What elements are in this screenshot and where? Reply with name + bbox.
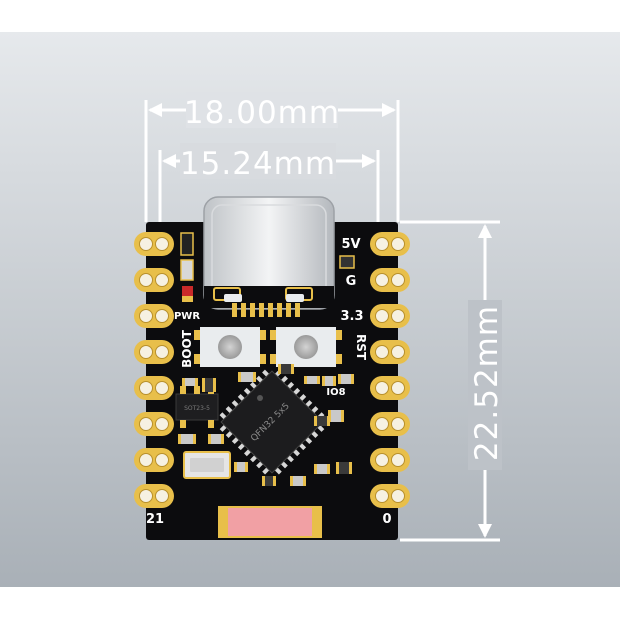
crystal xyxy=(183,451,231,479)
smd-part xyxy=(178,434,196,444)
left-pin-row xyxy=(134,232,174,508)
smd-part xyxy=(314,416,330,426)
label-21: 21 xyxy=(146,512,164,527)
dim-label-bg xyxy=(468,300,502,470)
smd-part xyxy=(278,364,294,374)
passive-components xyxy=(178,364,354,486)
dimension-pin-spacing: 15.24mm xyxy=(180,146,336,182)
castellated-pad xyxy=(134,232,174,256)
label-boot: BOOT xyxy=(180,329,194,368)
usb-signal-pins xyxy=(232,303,300,317)
label-io8: IO8 xyxy=(326,387,345,398)
usb-pin xyxy=(259,303,264,317)
smd-part xyxy=(234,462,248,472)
ceramic-antenna xyxy=(218,506,322,538)
label-5v: 5V xyxy=(341,237,360,252)
smd-part xyxy=(322,376,336,386)
right-pin-row xyxy=(370,232,410,508)
usb-pin xyxy=(241,303,246,317)
castellated-pad xyxy=(370,412,410,436)
dim-label-bg xyxy=(180,143,336,179)
castellated-pad xyxy=(370,232,410,256)
castellated-pad xyxy=(370,376,410,400)
smd-part xyxy=(262,476,276,486)
smd-part xyxy=(304,376,320,384)
castellated-pad xyxy=(370,340,410,364)
usb-pin xyxy=(295,303,300,317)
smd-part xyxy=(328,410,344,422)
main-chip: QFN32 5x5 xyxy=(219,369,325,475)
smd-part xyxy=(238,372,256,382)
smd-part xyxy=(290,476,306,486)
castellated-pad xyxy=(134,268,174,292)
castellated-pad xyxy=(134,412,174,436)
regulator-marking: SOT23-5 xyxy=(184,405,210,412)
castellated-pad xyxy=(134,448,174,472)
usb-pin xyxy=(268,303,273,317)
usb-pin xyxy=(286,303,291,317)
smd-part xyxy=(336,462,352,474)
castellated-pad xyxy=(370,268,410,292)
dimension-board-height: 22.52mm xyxy=(469,305,505,461)
castellated-pad xyxy=(134,484,174,508)
reset-button[interactable] xyxy=(276,327,336,367)
castellated-pad xyxy=(134,304,174,328)
smd-part xyxy=(314,464,330,474)
label-g: G xyxy=(346,274,357,289)
smd-part xyxy=(338,374,354,384)
passive-components-top xyxy=(180,232,355,302)
usb-c-port-icon xyxy=(203,196,335,310)
label-rst: RST xyxy=(354,334,368,361)
usb-pin xyxy=(277,303,282,317)
castellated-pad xyxy=(134,376,174,400)
dimension-outer-width: 18.00mm xyxy=(184,95,340,131)
castellated-pad xyxy=(370,304,410,328)
boot-button[interactable] xyxy=(200,327,260,367)
label-pwr: PWR xyxy=(174,311,200,322)
usb-pin xyxy=(232,303,237,317)
button-contacts xyxy=(194,330,342,364)
smd-part xyxy=(202,378,216,392)
label-0: 0 xyxy=(382,512,391,527)
smd-part xyxy=(208,434,224,444)
castellated-pad xyxy=(370,484,410,508)
castellated-pad xyxy=(134,340,174,364)
smd-part xyxy=(182,378,198,386)
label-3v3: 3.3 xyxy=(340,309,363,324)
dim-label-bg xyxy=(186,92,338,128)
usb-pin xyxy=(250,303,255,317)
castellated-pad xyxy=(370,448,410,472)
